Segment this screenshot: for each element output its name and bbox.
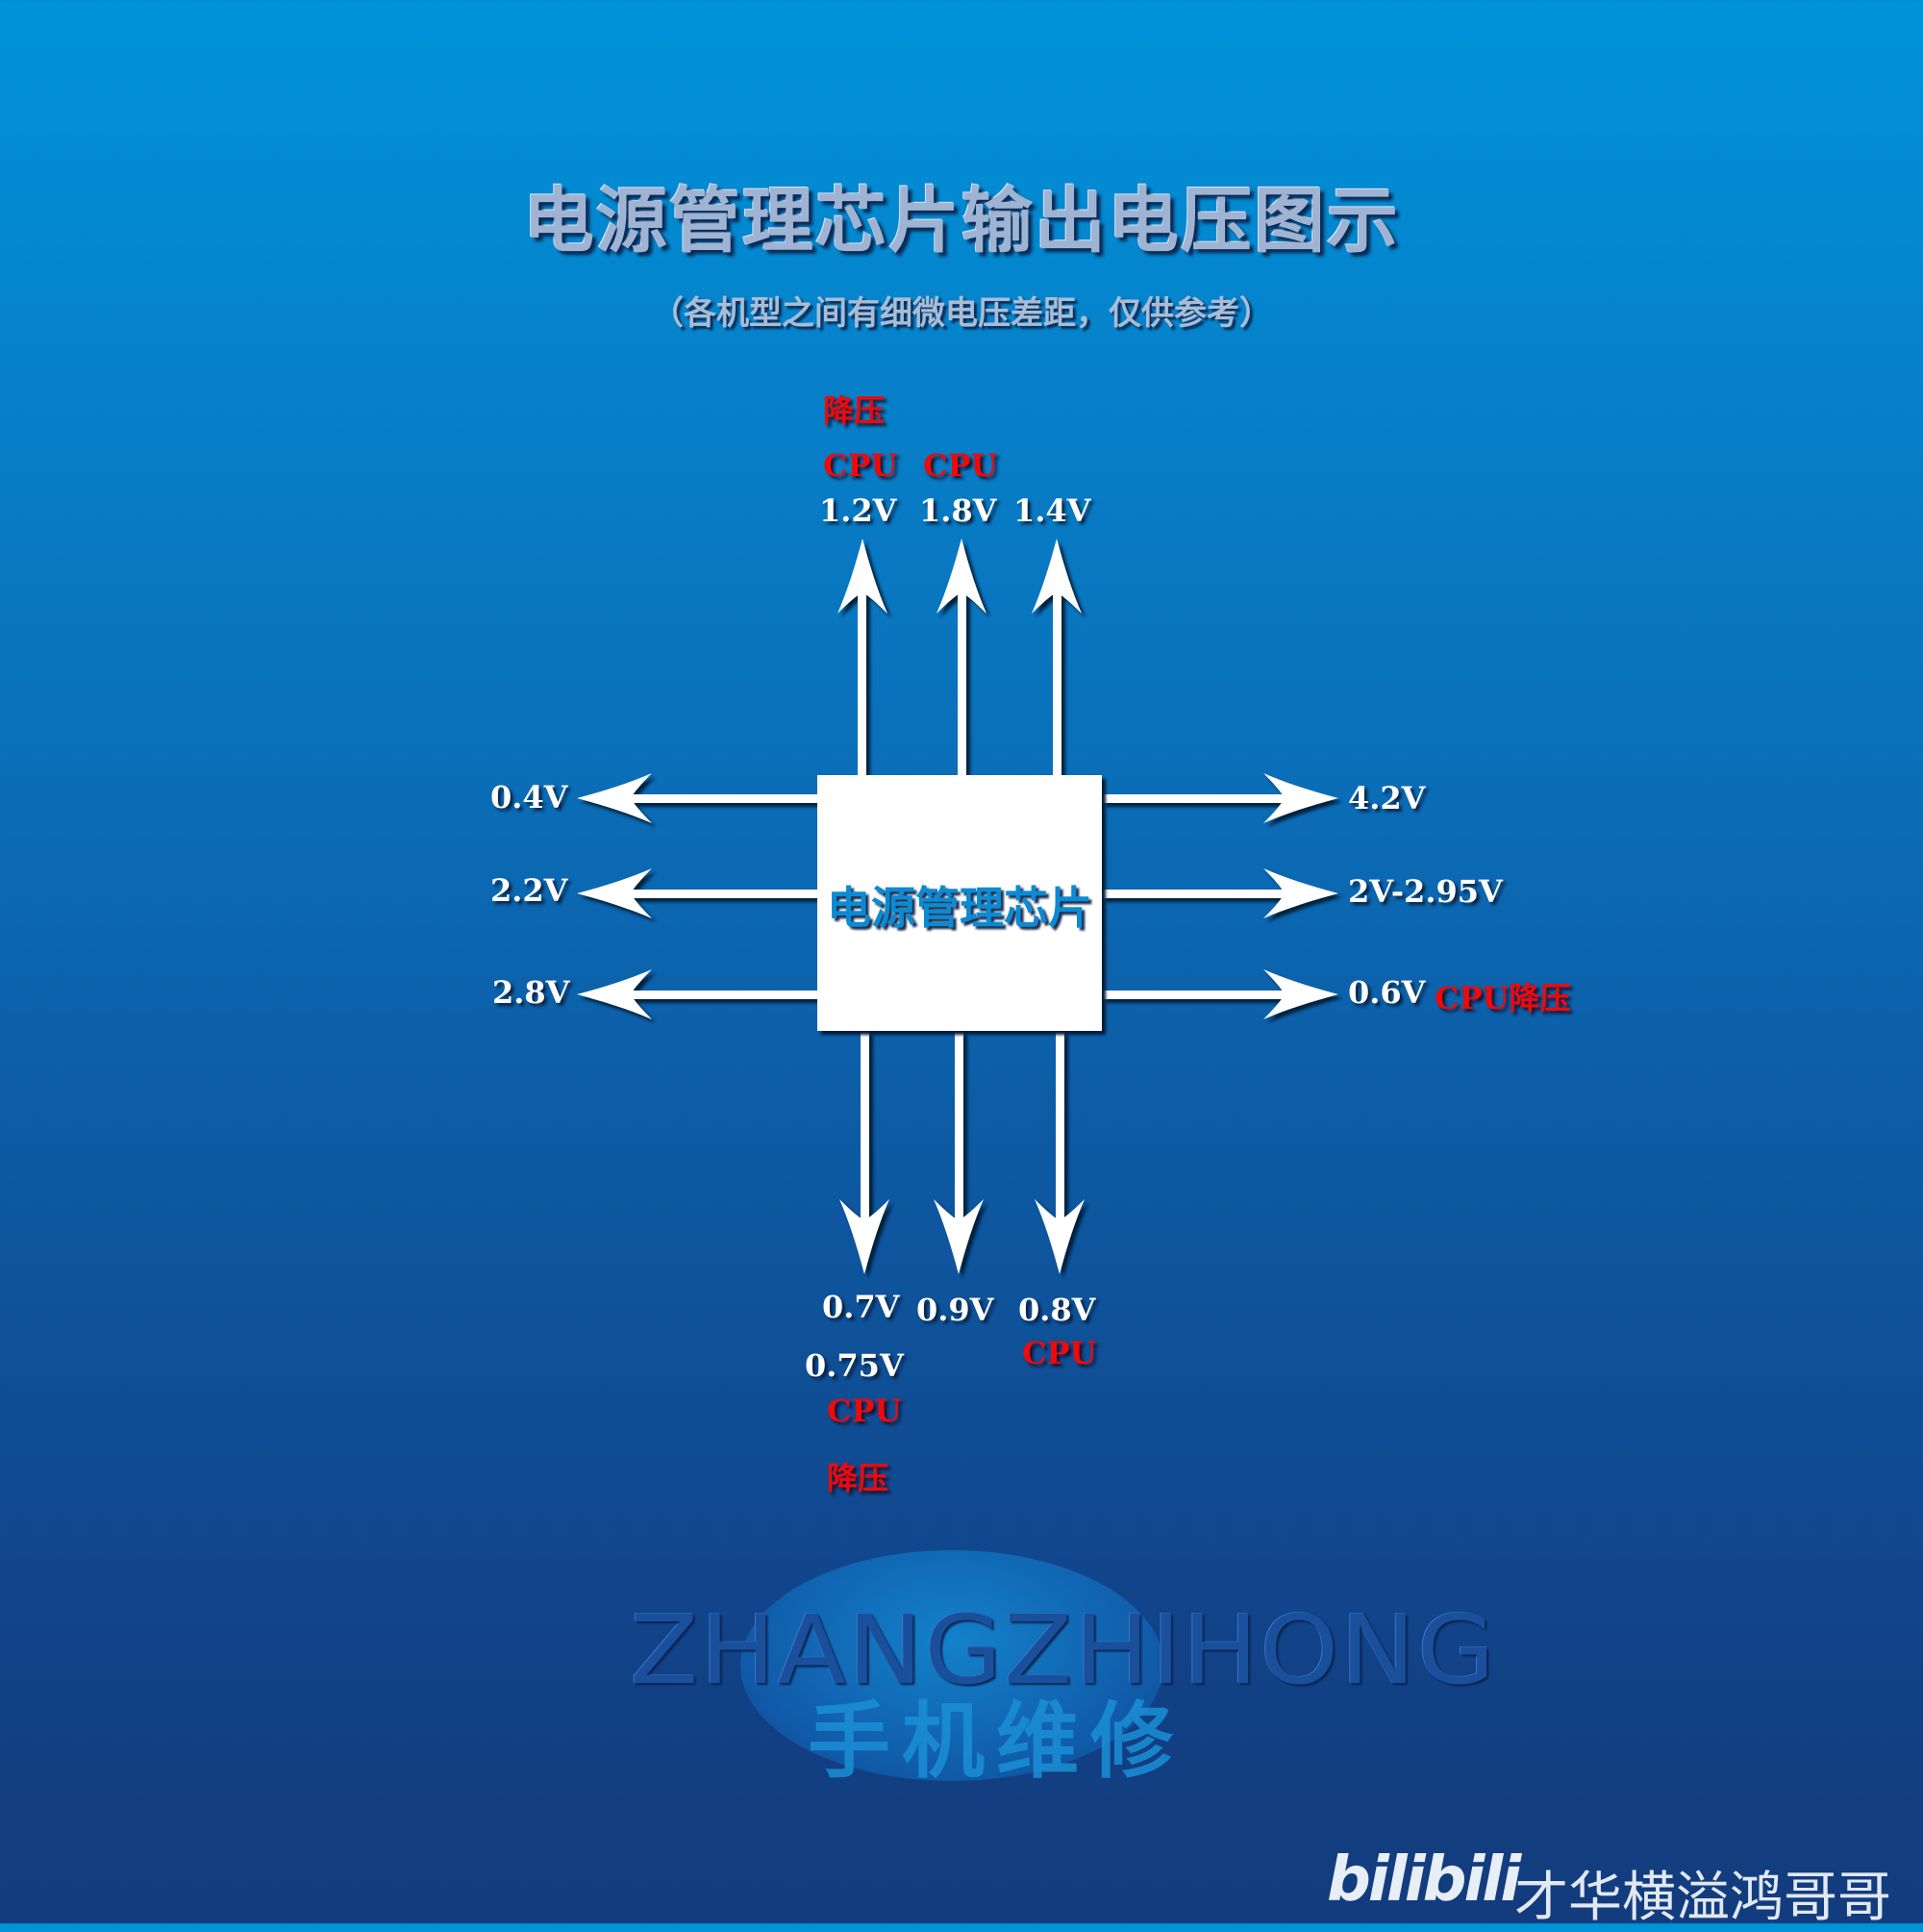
bottom-1-voltage: 0.7V: [822, 1289, 900, 1325]
chip-label: 电源管理芯片: [827, 882, 1092, 934]
watermark-logo-swoosh: [740, 1550, 1163, 1781]
top-3-voltage: 1.4V: [1013, 492, 1091, 529]
bottom-1-note-cpu: CPU: [827, 1393, 902, 1429]
arrow-down-2: [934, 1031, 984, 1274]
bottom-3-voltage: 0.8V: [1018, 1292, 1096, 1328]
right-1-voltage: 4.2V: [1348, 780, 1426, 816]
arrow-up-2: [937, 539, 986, 775]
top-2-voltage: 1.8V: [919, 492, 997, 529]
right-2-voltage: 2V-2.95V: [1348, 873, 1503, 910]
arrow-down-1: [839, 1031, 889, 1274]
arrow-up-3: [1032, 539, 1082, 775]
top-1-voltage: 1.2V: [819, 492, 897, 529]
watermark-text: ZHANGZHIHONG: [630, 1594, 1497, 1706]
bottom-2-voltage: 0.9V: [916, 1292, 994, 1328]
arrow-down-3: [1035, 1031, 1085, 1274]
left-1-voltage: 0.4V: [490, 779, 568, 815]
bilibili-logo-icon: bilibili: [1327, 1844, 1521, 1916]
arrow-left-3: [577, 969, 817, 1019]
author-name: 才华横溢鸿哥哥: [1514, 1867, 1891, 1929]
arrow-right-2: [1102, 868, 1338, 918]
right-3-note-cpu-step-down: CPU降压: [1435, 980, 1571, 1016]
arrow-right-3: [1102, 969, 1338, 1019]
bottom-3-note-cpu: CPU: [1022, 1335, 1097, 1371]
bottom-1-extra-voltage: 0.75V: [805, 1347, 904, 1384]
arrow-right-1: [1102, 773, 1338, 823]
diagram-subtitle: （各机型之间有细微电压差距，仅供参考）: [651, 294, 1272, 333]
arrow-up-1: [837, 539, 887, 775]
watermark-subtext: 手机维修: [808, 1694, 1185, 1790]
left-2-voltage: 2.2V: [490, 872, 568, 909]
power-management-chip: [817, 775, 1102, 1031]
right-3-voltage: 0.6V: [1348, 974, 1426, 1011]
arrow-left-2: [577, 868, 817, 918]
bottom-1-note-step-down: 降压: [827, 1460, 889, 1496]
arrow-left-1: [577, 773, 817, 823]
top-2-note-cpu: CPU: [923, 447, 998, 484]
top-1-note-cpu: CPU: [823, 447, 898, 484]
diagram-title: 电源管理芯片输出电压图示: [523, 180, 1400, 263]
left-3-voltage: 2.8V: [492, 974, 570, 1011]
top-1-note-step-down: 降压: [823, 392, 886, 429]
